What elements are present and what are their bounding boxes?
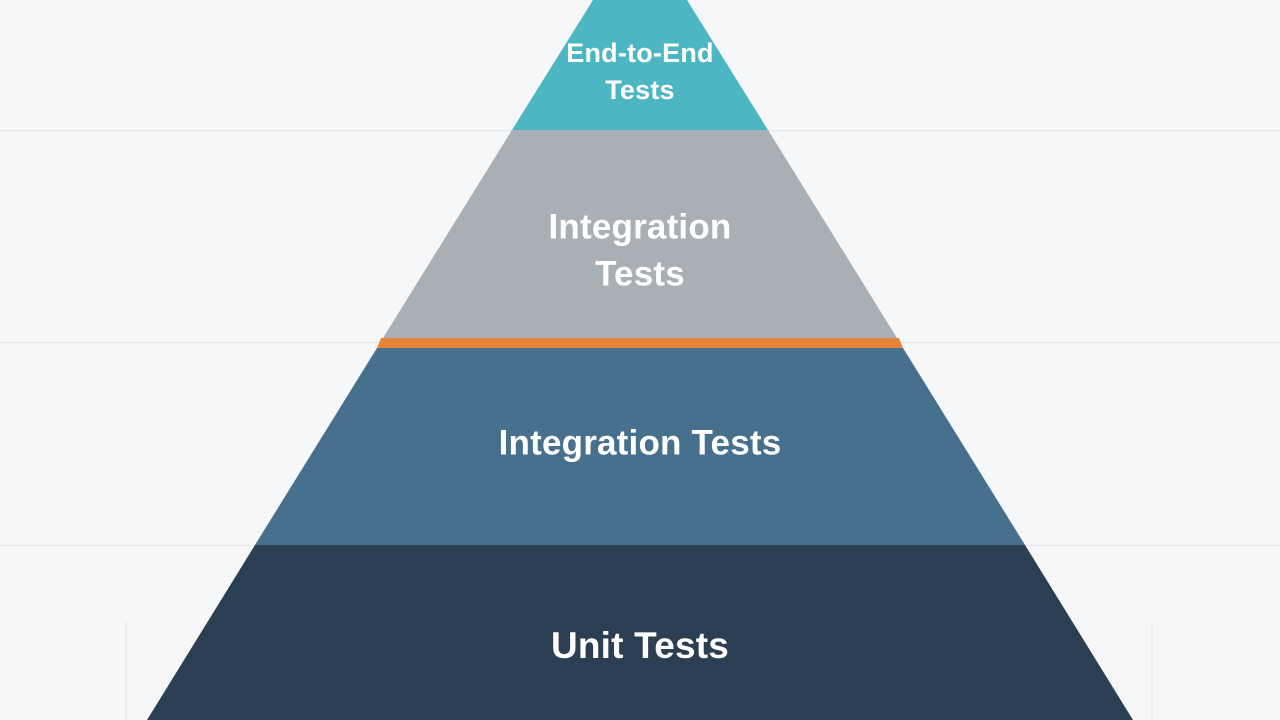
pyramid-divider-bar — [377, 338, 903, 348]
pyramid-layer-end-to-end — [512, 0, 768, 130]
label-integration-upper-line2: Tests — [595, 254, 685, 293]
pyramid-layer-integration-upper — [383, 130, 897, 338]
label-integration-lower: Integration Tests — [499, 423, 782, 462]
label-e2e-line2: Tests — [605, 75, 675, 105]
layer-highlight-overlay — [383, 130, 897, 338]
pyramid-layer-integration-lower — [255, 348, 1025, 545]
label-unit-tests: Unit Tests — [551, 625, 729, 666]
pyramid-layer-unit — [147, 545, 1133, 720]
label-e2e-line1: End-to-End — [566, 38, 713, 68]
label-integration-upper-line1: Integration — [548, 207, 731, 246]
